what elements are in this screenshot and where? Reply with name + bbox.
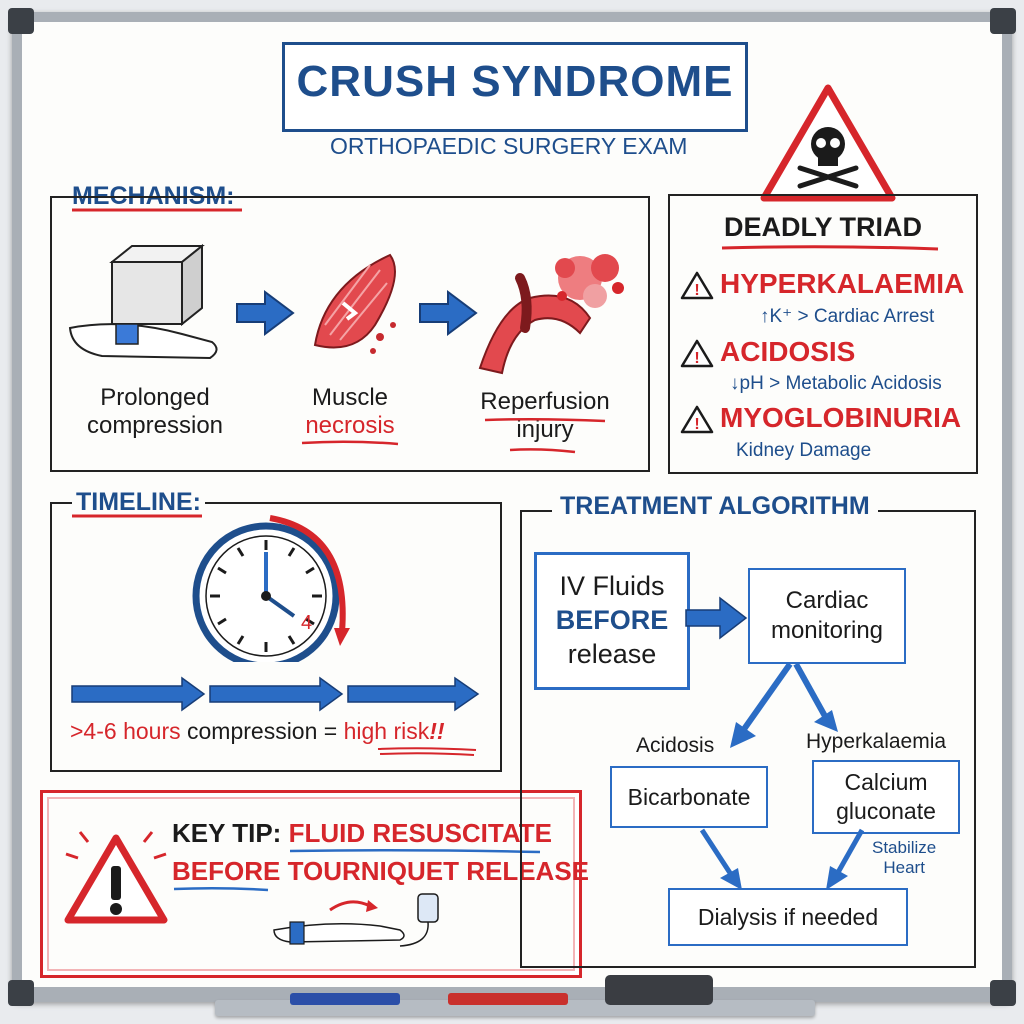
board-corner (8, 980, 34, 1006)
cardiac-label: monitoring (770, 617, 884, 644)
iv-label: IV Fluids (559, 571, 665, 602)
merge-arrows (699, 828, 865, 890)
triad-item-name: ACIDOSIS (720, 336, 856, 367)
clock-icon (192, 515, 350, 662)
reperfusion-icon (478, 254, 624, 375)
injury-underline (484, 417, 606, 454)
clock-number: 4 (301, 612, 313, 634)
cardiac-label: Cardiac (785, 587, 869, 614)
warning-icon: ! (680, 339, 714, 368)
page-title: CRUSH SYNDROME (296, 57, 734, 106)
stabilize-note: Stabilize Heart (872, 838, 936, 878)
triad-underline (721, 245, 939, 251)
key-tip-panel (40, 790, 582, 978)
warning-icon: ! (680, 405, 714, 434)
triad-item-detail: Kidney Damage (736, 440, 872, 461)
mechanism-panel (50, 196, 650, 472)
necrosis-underline (301, 440, 399, 446)
arrow-right-icon (236, 290, 295, 336)
stabilize-label: Stabilize (872, 838, 937, 857)
timeline-text: compression = (187, 718, 338, 744)
skull-warning-icon (760, 84, 896, 202)
triad-panel (668, 194, 978, 474)
step-label: Prolonged (100, 384, 210, 411)
hyperkalaemia-label: Hyperkalaemia (806, 730, 947, 753)
iv-label: BEFORE (555, 605, 669, 636)
bicarbonate-box: Bicarbonate (610, 766, 768, 828)
treatment-heading: TREATMENT ALGORITHM (552, 492, 878, 521)
step-label: Reperfusion (480, 388, 610, 415)
risk-underline (377, 747, 477, 756)
timeline-arrows (71, 676, 480, 712)
title-banner: CRUSH SYNDROME (282, 42, 748, 132)
tip-line: KEY TIP: FLUID RESUSCITATE (172, 818, 552, 849)
dialysis-box: Dialysis if needed (668, 888, 908, 946)
iv-fluids-box: IV Fluids BEFORE release (534, 552, 690, 690)
warning-icon: ! (680, 271, 714, 300)
mechanism-step: Prolonged compression (80, 384, 230, 440)
stabilize-label: Heart (883, 858, 925, 877)
triad-heading: DEADLY TRIAD (723, 212, 923, 242)
step-label: Muscle (311, 384, 389, 411)
muscle-icon (313, 253, 396, 354)
heading-underline (72, 514, 202, 518)
cardiac-monitoring-box: Cardiac monitoring (748, 568, 906, 664)
timeline-risk: high risk (343, 718, 430, 744)
triad-item-name: HYPERKALAEMIA (720, 268, 965, 299)
tip-text: BEFORE TOURNIQUET RELEASE (172, 856, 590, 886)
page-subtitle: ORTHOPAEDIC SURGERY EXAM (330, 133, 688, 159)
red-marker[interactable] (448, 993, 568, 1005)
whiteboard-eraser[interactable] (605, 975, 713, 1005)
svg-text:!: ! (694, 282, 699, 299)
timeline-panel (50, 502, 502, 772)
mechanism-step: Muscle necrosis (290, 384, 410, 440)
arrow-right-icon (419, 290, 478, 336)
alert-triangle-icon (64, 831, 168, 924)
compression-icon (68, 243, 218, 360)
heading-underline (72, 208, 242, 212)
tip-label: KEY TIP: (172, 818, 282, 848)
calcium-label: gluconate (836, 798, 936, 824)
timeline-hours: >4-6 hours (70, 718, 181, 744)
board-corner (990, 8, 1016, 34)
timeline-note: >4-6 hours compression = high risk!! (70, 718, 445, 745)
triad-item-detail: ↑K⁺ > Cardiac Arrest (760, 306, 935, 327)
calcium-gluconate-box: Calcium gluconate (812, 760, 960, 834)
board-corner (990, 980, 1016, 1006)
iv-label: release (567, 638, 657, 669)
tourniquet-icon (273, 893, 439, 947)
tip-underline (289, 848, 541, 854)
triad-item-name: MYOGLOBINURIA (720, 402, 962, 433)
tip-underline (173, 886, 269, 892)
svg-text:!: ! (694, 350, 699, 367)
branch-arrows (730, 662, 838, 748)
board-corner (8, 8, 34, 34)
timeline-heading: TIMELINE: (72, 488, 205, 517)
tip-text: FLUID RESUSCITATE (288, 818, 552, 848)
step-label: compression (86, 412, 224, 439)
acidosis-label: Acidosis (636, 734, 715, 757)
svg-text:!: ! (694, 416, 699, 433)
blue-marker[interactable] (290, 993, 400, 1005)
timeline-exclaim: !! (429, 718, 445, 744)
calcium-label: Calcium (844, 769, 928, 796)
triad-item-detail: ↓pH > Metabolic Acidosis (730, 373, 942, 394)
step-label: necrosis (305, 412, 395, 439)
arrow-right-icon (685, 596, 748, 640)
